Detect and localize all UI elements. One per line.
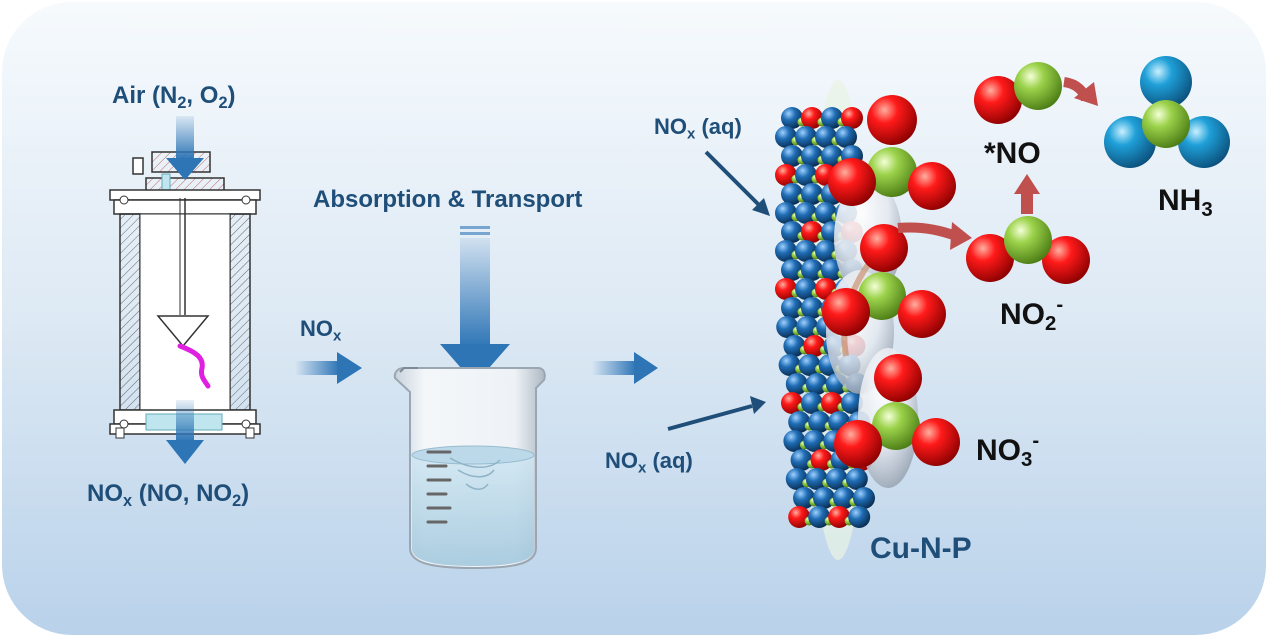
lattice-atom — [801, 259, 823, 281]
nh3-label: NH3 — [1158, 184, 1213, 222]
air-inlet-arrow — [166, 116, 204, 180]
lattice-atom — [833, 487, 855, 509]
lattice-atom — [801, 221, 823, 243]
beaker — [393, 367, 546, 570]
no2-molecule — [966, 216, 1090, 284]
lattice-atom — [795, 240, 817, 262]
nox-flow-arrow-1 — [295, 352, 362, 384]
lattice-atom — [795, 202, 817, 224]
lattice-atom — [781, 183, 803, 205]
no-intermediate-label: *NO — [984, 137, 1041, 170]
lattice-atom — [781, 392, 803, 414]
lattice-atom — [841, 107, 863, 129]
lattice-atom — [801, 392, 823, 414]
nox-aq-bottom-label: NOx (aq) — [605, 448, 693, 477]
reaction-arrows — [897, 77, 1098, 250]
absorption-label: Absorption & Transport — [313, 186, 583, 213]
lattice-atom — [798, 354, 821, 376]
lattice-atom — [785, 468, 808, 490]
air-inlet-label: Air (N2, O2) — [112, 82, 236, 112]
lattice-atom — [801, 145, 823, 167]
lattice-atom — [781, 145, 803, 167]
nox-aq-arrow-top — [704, 150, 770, 216]
nox-aq-top-label: NOx (aq) — [654, 114, 742, 143]
lattice-atom — [801, 107, 823, 129]
lattice-atom — [810, 449, 833, 471]
lattice-atom — [848, 506, 871, 528]
lattice-atom — [775, 240, 797, 262]
plasma-reactor — [109, 151, 261, 439]
absorption-arrow — [440, 226, 510, 384]
lattice-atom — [788, 506, 811, 528]
nox-outlet-label: NOx (NO, NO2) — [87, 480, 250, 510]
lattice-atom — [853, 487, 875, 509]
no3-minus-label: NO3- — [976, 429, 1040, 472]
lattice-atom — [821, 145, 843, 167]
lattice-atom — [813, 487, 835, 509]
lattice-atom — [781, 259, 803, 281]
lattice-atom — [801, 183, 823, 205]
plasma-discharge — [177, 343, 211, 389]
lattice-atom — [821, 392, 843, 414]
lattice-atom — [795, 164, 817, 186]
lattice-atom — [805, 468, 828, 490]
catalyst-label: Cu-N-P — [870, 532, 972, 565]
adsorbed-molecules — [822, 95, 960, 468]
lattice-atom — [835, 126, 857, 148]
lattice-atom — [815, 202, 837, 224]
lattice-atom — [781, 107, 803, 129]
lattice-atom — [793, 487, 815, 509]
lattice-atom — [801, 297, 823, 319]
lattice-atom — [841, 392, 863, 414]
lattice-atom — [775, 164, 797, 186]
nox-flow-label: NOx — [300, 316, 342, 345]
lattice-atom — [828, 506, 851, 528]
lattice-atom — [821, 107, 843, 129]
lattice-atom — [783, 335, 806, 357]
lattice-atom — [815, 240, 837, 262]
lattice-atom — [795, 126, 817, 148]
no2-minus-label: NO2- — [1000, 293, 1064, 336]
nox-outlet-arrow — [166, 400, 204, 464]
lattice-atom — [845, 468, 868, 490]
nh3-molecule — [1104, 56, 1230, 168]
lattice-atom — [815, 126, 837, 148]
lattice-atom — [778, 354, 801, 376]
lattice-atom — [796, 316, 819, 338]
lattice-atom — [775, 278, 797, 300]
lattice-atom — [785, 373, 808, 395]
lattice-atom — [825, 468, 848, 490]
nox-flow-arrow-2 — [592, 352, 658, 384]
lattice-atom — [788, 411, 811, 433]
lattice-atom — [805, 373, 828, 395]
lattice-atom — [776, 316, 799, 338]
lattice-atom — [781, 297, 803, 319]
lattice-atom — [803, 430, 826, 452]
lattice-atom — [808, 411, 831, 433]
nox-aq-arrow-bottom — [667, 396, 766, 431]
lattice-atom — [781, 221, 803, 243]
lattice-atom — [775, 126, 797, 148]
lattice-atom — [775, 202, 797, 224]
lattice-atom — [790, 449, 813, 471]
lattice-atom — [795, 278, 817, 300]
lattice-atom — [783, 430, 806, 452]
lattice-atom — [803, 335, 826, 357]
no-molecule — [974, 62, 1062, 124]
lattice-atom — [808, 506, 831, 528]
